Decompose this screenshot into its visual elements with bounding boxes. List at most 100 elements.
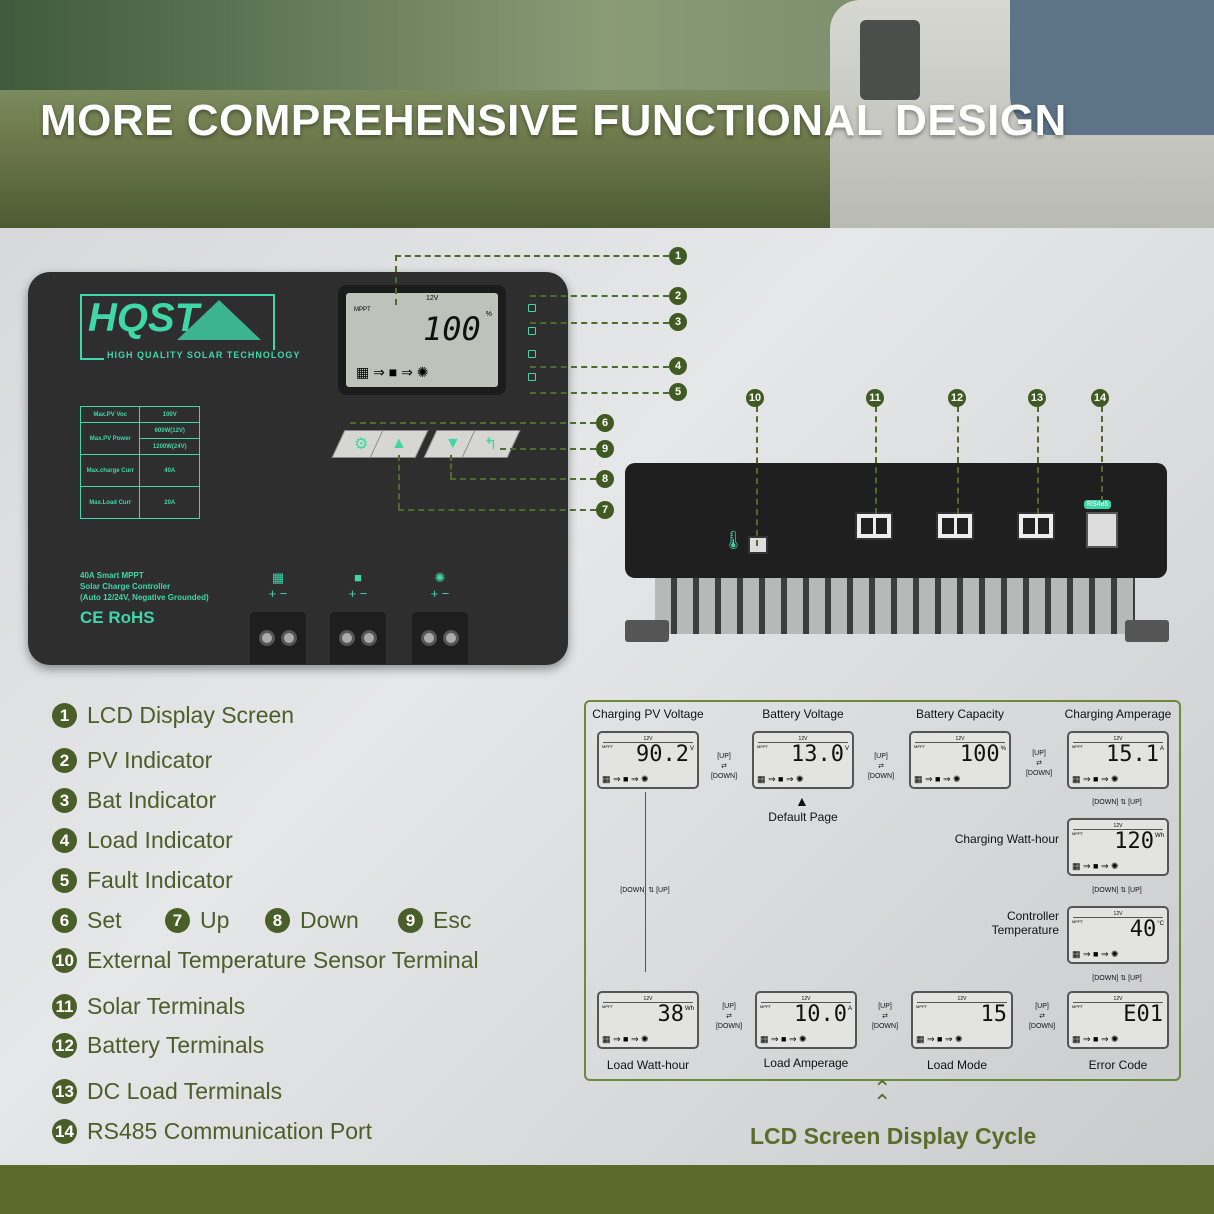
mount-foot: [1125, 620, 1169, 642]
up-label: [UP]: [1128, 975, 1142, 982]
lcd-unit: V: [844, 746, 849, 752]
solar-terminal: [250, 612, 306, 664]
arrows-icon: ⇅: [1118, 887, 1129, 894]
lcd-reading: 15: [981, 1003, 1009, 1027]
callout-line: [395, 255, 397, 305]
legend-label: Battery Terminals: [87, 1032, 265, 1058]
legend-number: 5: [52, 868, 77, 893]
lcd-reading: E01: [1123, 1003, 1164, 1027]
lcd-unit: %: [1000, 746, 1006, 752]
load-terminal: [412, 612, 468, 664]
legend-number: 8: [265, 908, 290, 933]
legend-number: 14: [52, 1119, 77, 1144]
callout-number: 2: [669, 287, 687, 305]
lcd-mode: MPPT: [760, 1004, 772, 1009]
callout-line: [530, 392, 669, 394]
callout-number: 9: [596, 440, 614, 458]
screen-label: Charging PV Voltage: [592, 707, 704, 721]
lcd-value: 15.1: [1106, 742, 1159, 767]
down-up-arrow: [DOWN] ⇅ [UP]: [1077, 798, 1157, 808]
screen-label: Controller Temperature: [991, 909, 1059, 937]
lcd-voltage: 12V: [761, 996, 851, 1003]
up-label: [UP]: [874, 753, 888, 760]
screen-label: Battery Voltage: [762, 707, 844, 721]
lcd-flow-icons: ▦ ⇒ ■ ⇒ ✺: [1072, 949, 1119, 959]
down-label: [DOWN]: [710, 773, 738, 780]
double-chevron-up-icon: ⌃⌃: [873, 1076, 892, 1115]
callout-line: [530, 322, 669, 324]
arrows-icon: ⇄: [1039, 1013, 1045, 1020]
legend-label: Esc: [433, 907, 472, 933]
lcd-voltage: 12V: [603, 996, 693, 1003]
lcd-unit: °C: [1157, 921, 1164, 927]
lcd-mode: MPPT: [602, 1004, 614, 1009]
vertical-arrow-line: [645, 792, 646, 972]
down-label: [DOWN]: [1092, 799, 1119, 806]
callout-number: 3: [669, 313, 687, 331]
bat-indicator: [528, 327, 536, 335]
return-icon: ↰: [484, 436, 498, 453]
legend-label: RS485 Communication Port: [87, 1118, 373, 1144]
arrows-icon: ⇄: [882, 1013, 888, 1020]
legend-item: 14 RS485 Communication Port: [52, 1118, 372, 1145]
callout-number: 6: [596, 414, 614, 432]
load-terminal-label: ✺+ −: [430, 570, 450, 601]
down-label: [DOWN]: [620, 887, 647, 894]
certification-marks: CE RoHS: [80, 608, 155, 627]
up-label: [UP]: [717, 753, 731, 760]
page-title: MORE COMPREHENSIVE FUNCTIONAL DESIGN: [40, 96, 1067, 145]
down-up-arrow: [DOWN] ⇅ [UP]: [1077, 974, 1157, 984]
down-up-arrow: [DOWN] ⇅ [UP]: [605, 886, 685, 896]
side-load-terminals: [1017, 512, 1055, 540]
up-down-arrow: [UP]⇄[DOWN]: [867, 1002, 903, 1032]
side-solar-terminals: [855, 512, 893, 540]
callout-number: 13: [1028, 389, 1046, 407]
down-up-arrow: [DOWN] ⇅ [UP]: [1077, 886, 1157, 896]
callout-number: 11: [866, 389, 884, 407]
solar-terminal-label: ▦+ −: [268, 570, 288, 601]
up-down-arrow: [UP]⇄[DOWN]: [711, 1002, 747, 1032]
rs485-port: [1086, 512, 1118, 548]
lcd-value: 120: [1114, 829, 1154, 854]
up-down-arrow: [UP]⇄[DOWN]: [1021, 749, 1057, 779]
lcd-value: 15: [980, 1002, 1008, 1027]
pv-indicator: [528, 304, 536, 312]
cycle-title: LCD Screen Display Cycle: [750, 1123, 1037, 1149]
battery-terminal-label: ■+ −: [348, 570, 368, 601]
legend-number: 4: [52, 828, 77, 853]
legend-number: 10: [52, 948, 77, 973]
down-label: [DOWN]: [715, 1023, 743, 1030]
arrows-icon: ⇅: [646, 887, 657, 894]
triangle-down-icon: ▼: [445, 435, 461, 452]
lcd-flow-icons: ▦ ⇒ ■ ⇒ ✺: [916, 1034, 963, 1044]
legend-number: 13: [52, 1079, 77, 1104]
lcd-value: 90.2: [636, 742, 689, 767]
legend-number: 1: [52, 703, 77, 728]
lcd-mode: MPPT: [602, 744, 614, 749]
callout-line: [398, 509, 596, 511]
lcd-flow-icons: ▦ ⇒ ■ ⇒ ✺: [1072, 1034, 1119, 1044]
callout-number: 8: [596, 470, 614, 488]
down-label: [DOWN]: [1092, 887, 1119, 894]
arrows-icon: ⇄: [1036, 760, 1042, 767]
legend-label: Set: [87, 907, 122, 933]
legend-label: Up: [200, 907, 230, 933]
footer-band: [0, 1165, 1214, 1214]
lcd-flow-icons: ▦ ⇒ ■ ⇒ ✺: [602, 1034, 649, 1044]
callout-line: [875, 406, 877, 514]
